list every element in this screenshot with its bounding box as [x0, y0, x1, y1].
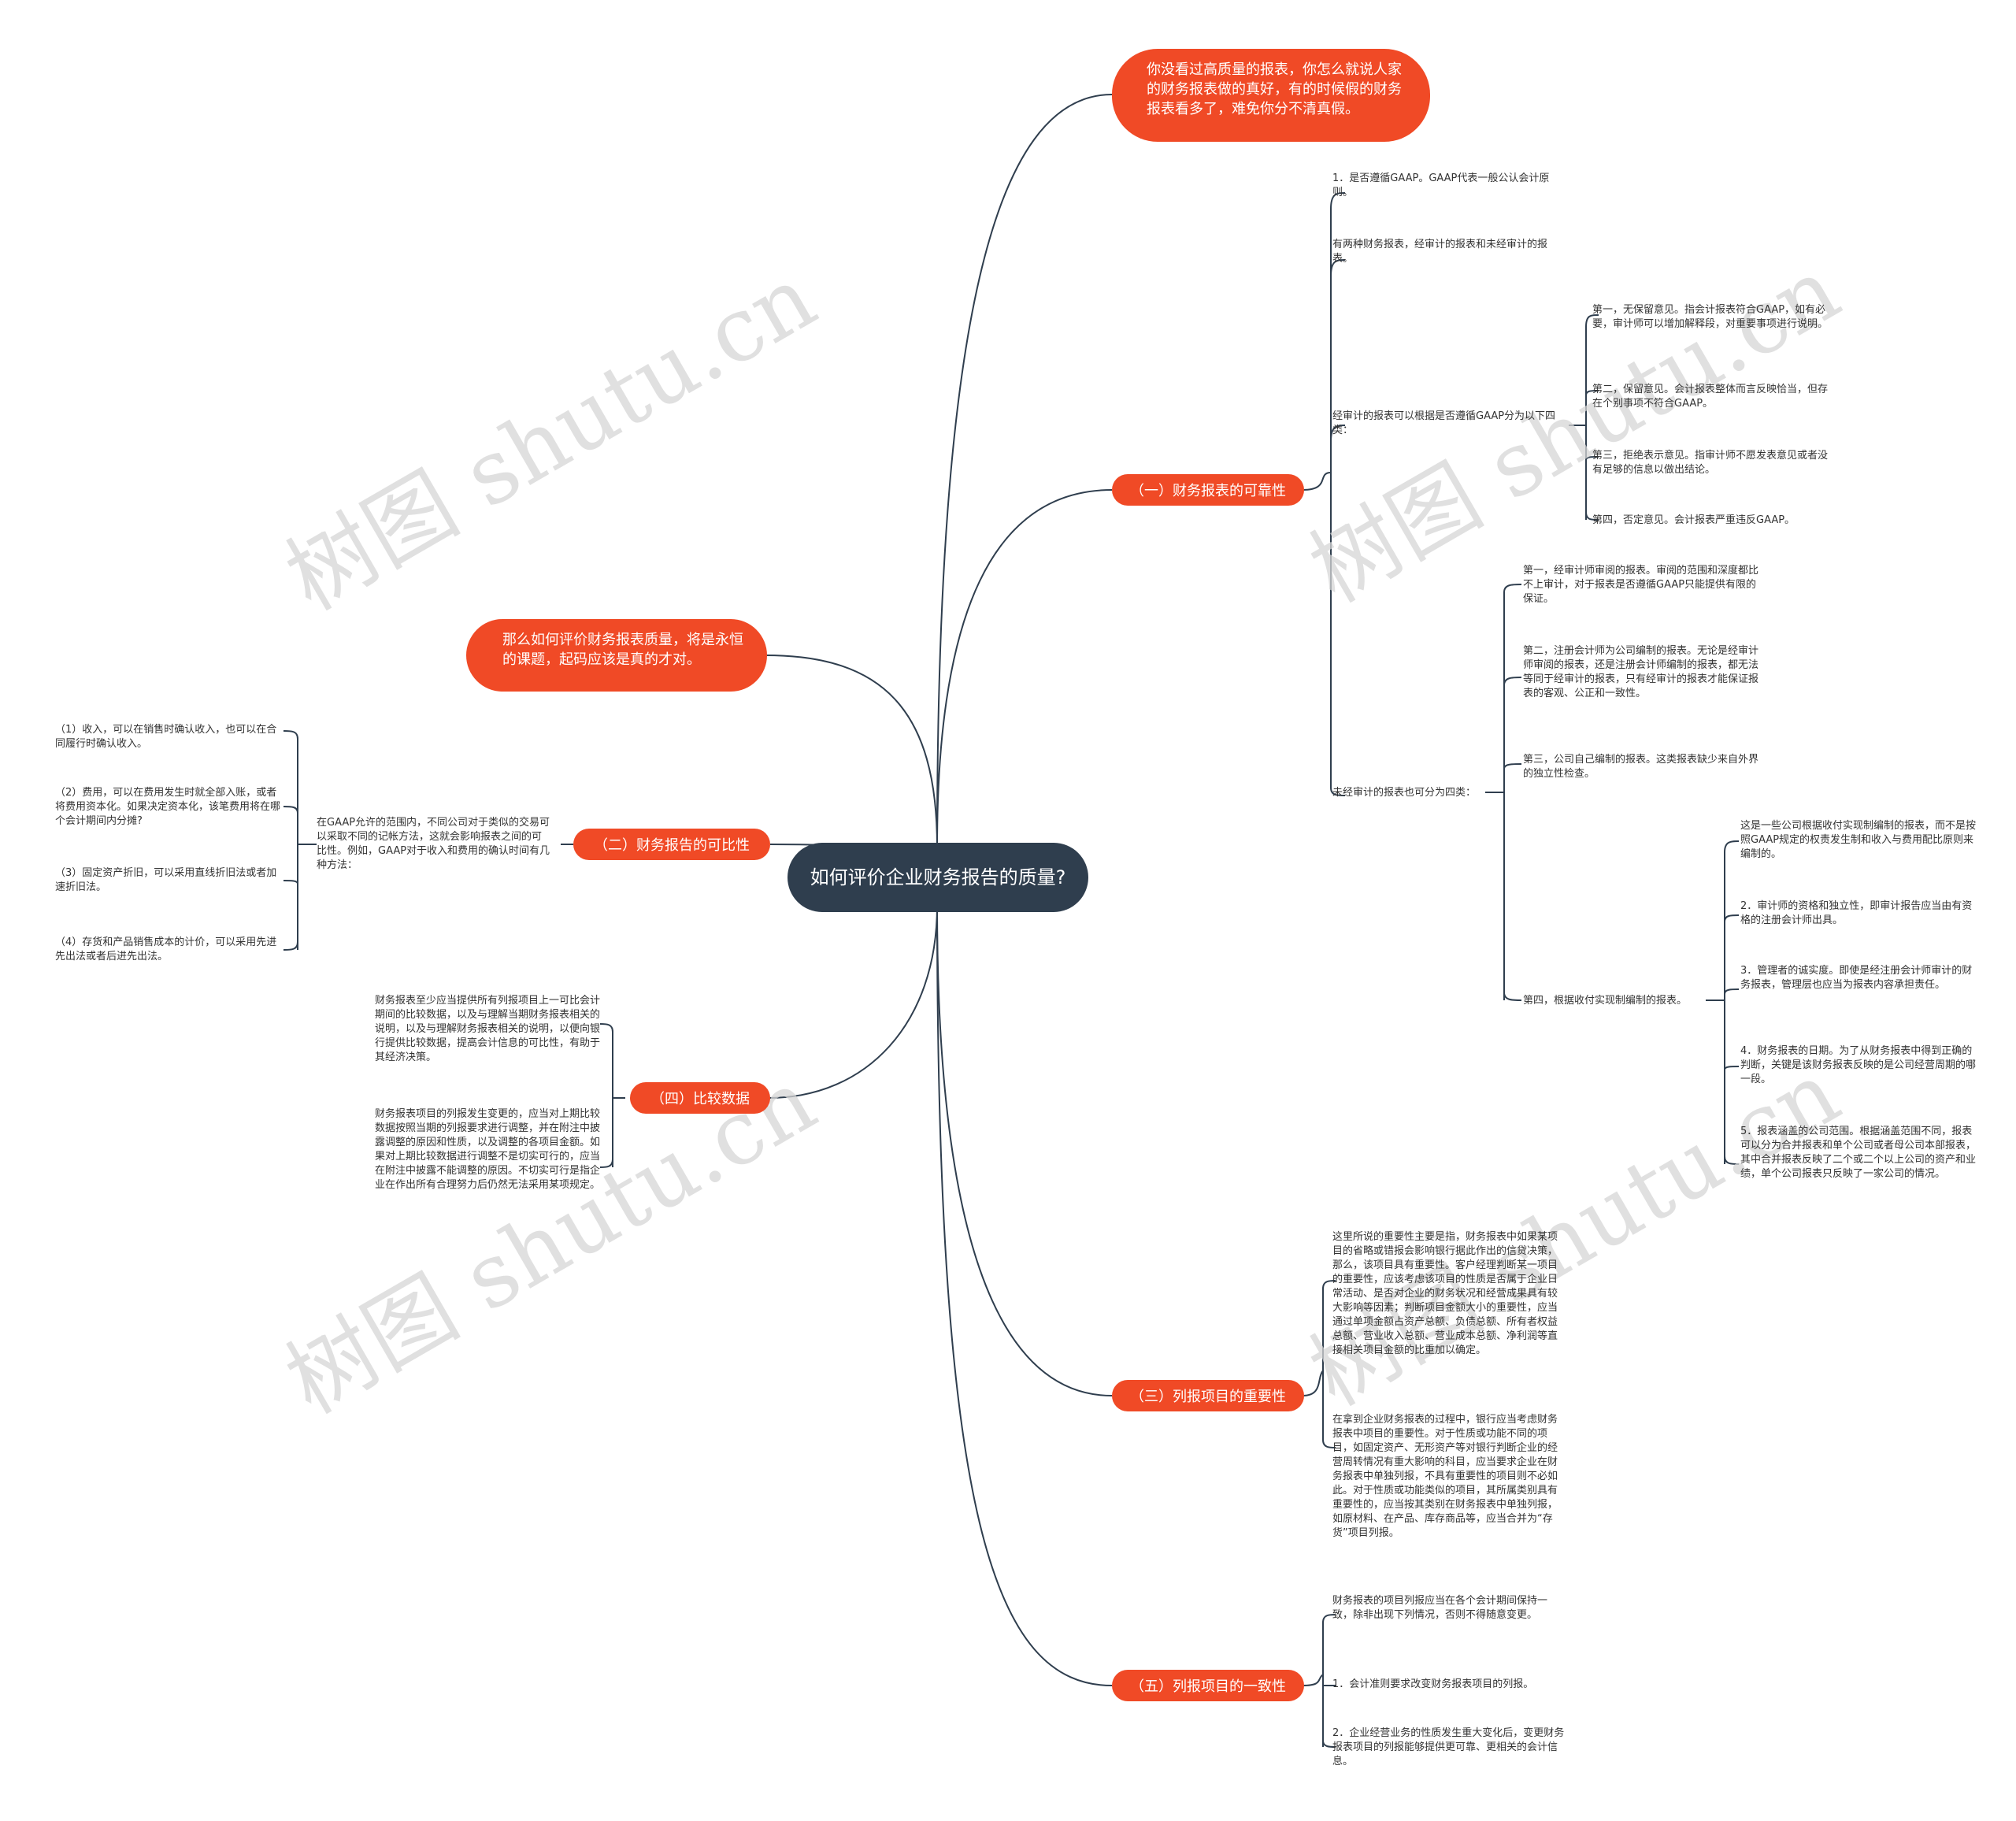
leaf-report-scope[interactable]: 5．报表涵盖的公司范围。根据涵盖范围不同，报表可以分为合并报表和单个公司或者母公… [1740, 1126, 1977, 1180]
topic-comparability[interactable]: （二）财务报告的可比性 [573, 829, 770, 860]
topic-consistency[interactable]: （五）列报项目的一致性 [1112, 1670, 1304, 1701]
leaf-comparability-desc[interactable]: 在GAAP允许的范围内，不同公司对于类似的交易可以采取不同的记帐方法，这就会影响… [317, 817, 550, 871]
leaf-cash-basis[interactable]: 这是一些公司根据收付实现制编制的报表，而不是按照GAAP规定的权责发生制和收入与… [1740, 820, 1977, 860]
leaf-unaudited-1[interactable]: 第一，经审计师审阅的报表。审阅的范围和深度都比不上审计，对于报表是否遵循GAAP… [1523, 565, 1759, 605]
leaf-audited-1[interactable]: 第一，无保留意见。指会计报表符合GAAP，如有必要，审计师可以增加解释段，对重要… [1592, 304, 1829, 330]
leaf-auditor-qualification[interactable]: 2．审计师的资格和独立性，即审计报告应当由有资格的注册会计师出具。 [1740, 900, 1973, 926]
leaf-report-date[interactable]: 4．财务报表的日期。为了从财务报表中得到正确的判断，关键是该财务报表反映的是公司… [1740, 1045, 1977, 1085]
intro-left-bubble[interactable]: 那么如何评价财务报表质量，将是永恒的课题，起码应该是真的才对。 [466, 619, 767, 692]
intro-right-bubble[interactable]: 你没看过高质量的报表，你怎么就说人家的财务报表做的真好，有的时候假的财务报表看多… [1112, 49, 1430, 142]
leaf-comparative-2[interactable]: 财务报表项目的列报发生变更的，应当对上期比较数据按照当期的列报要求进行调整，并在… [375, 1108, 601, 1191]
leaf-unaudited-2[interactable]: 第二，注册会计师为公司编制的报表。无论是经审计师审阅的报表，还是注册会计师编制的… [1523, 645, 1759, 699]
leaf-audited-3[interactable]: 第三，拒绝表示意见。指审计师不愿发表意见或者没有足够的信息以做出结论。 [1592, 450, 1829, 476]
leaf-management-honesty[interactable]: 3．管理者的诚实度。即使是经注册会计师审计的财务报表，管理层也应当为报表内容承担… [1740, 965, 1973, 991]
leaf-materiality-1[interactable]: 这里所说的重要性主要是指，财务报表中如果某项目的省略或错报会影响银行据此作出的信… [1332, 1231, 1558, 1356]
leaf-gaap[interactable]: 1．是否遵循GAAP。GAAP代表一般公认会计原则。 [1332, 172, 1550, 198]
topic-reliability[interactable]: （一）财务报表的可靠性 [1112, 474, 1304, 506]
leaf-revenue[interactable]: （1）收入，可以在销售时确认收入，也可以在合同履行时确认收入。 [55, 724, 277, 750]
leaf-audited-2[interactable]: 第二，保留意见。会计报表整体而言反映恰当，但存在个别事项不符合GAAP。 [1592, 384, 1829, 410]
leaf-unaudited-3[interactable]: 第三，公司自己编制的报表。这类报表缺少来自外界的独立性检查。 [1523, 754, 1759, 780]
leaf-consistency-1[interactable]: 财务报表的项目列报应当在各个会计期间保持一致，除非出现下列情况，否则不得随意变更… [1332, 1595, 1548, 1621]
leaf-two-kinds[interactable]: 有两种财务报表，经审计的报表和未经审计的报表。 [1332, 239, 1548, 265]
leaf-consistency-3[interactable]: 2．企业经营业务的性质发生重大变化后，变更财务报表项目的列报能够提供更可靠、更相… [1332, 1727, 1565, 1767]
leaf-comparative-1[interactable]: 财务报表至少应当提供所有列报项目上一可比会计期间的比较数据，以及与理解当期财务报… [375, 995, 601, 1063]
leaf-materiality-2[interactable]: 在拿到企业财务报表的过程中，银行应当考虑财务报表中项目的重要性。对于性质或功能不… [1332, 1414, 1558, 1539]
leaf-unaudited-4[interactable]: 第四，根据收付实现制编制的报表。 [1523, 995, 1688, 1007]
leaf-depreciation[interactable]: （3）固定资产折旧，可以采用直线折旧法或者加速折旧法。 [55, 867, 277, 893]
leaf-audited[interactable]: 经审计的报表可以根据是否遵循GAAP分为以下四类： [1332, 410, 1556, 436]
leaf-consistency-2[interactable]: 1．会计准则要求改变财务报表项目的列报。 [1332, 1678, 1534, 1690]
leaf-audited-4[interactable]: 第四，否定意见。会计报表严重违反GAAP。 [1592, 514, 1796, 526]
topic-comparative-data[interactable]: （四）比较数据 [630, 1082, 770, 1114]
leaf-inventory[interactable]: （4）存货和产品销售成本的计价，可以采用先进先出法或者后进先出法。 [55, 936, 277, 962]
topic-materiality[interactable]: （三）列报项目的重要性 [1112, 1380, 1304, 1411]
leaf-expense[interactable]: （2）费用，可以在费用发生时就全部入账，或者将费用资本化。如果决定资本化，该笔费… [55, 787, 281, 827]
leaf-unaudited[interactable]: 未经审计的报表也可分为四类： [1332, 787, 1477, 799]
root-topic[interactable]: 如何评价企业财务报告的质量? [788, 843, 1088, 912]
